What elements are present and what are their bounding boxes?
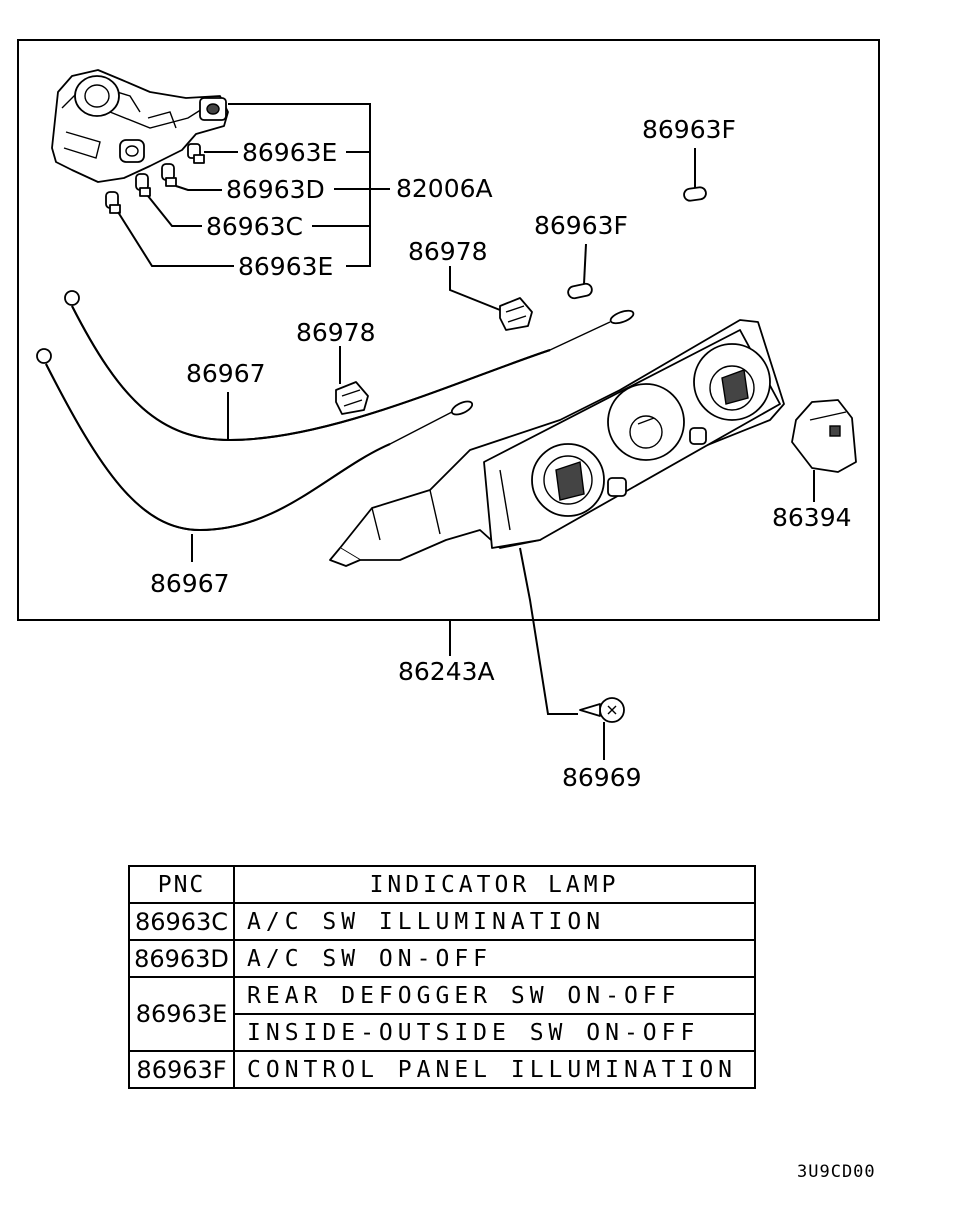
bulb-86963E-top[interactable] <box>187 143 205 164</box>
table-row: 86963D A/C SW ON-OFF <box>128 939 756 978</box>
row-desc: CONTROL PANEL ILLUMINATION <box>233 1050 756 1089</box>
table-row: 86963F CONTROL PANEL ILLUMINATION <box>128 1050 756 1089</box>
knob-86394[interactable] <box>791 399 857 473</box>
callout-86969: 86969 <box>562 763 642 792</box>
cable-86967-top[interactable] <box>64 290 635 442</box>
callout-86963F-top: 86963F <box>642 115 736 144</box>
callout-86967-top: 86967 <box>186 359 266 388</box>
diagram-code: 3U9CD00 <box>797 1162 876 1182</box>
table-row: 86963E REAR DEFOGGER SW ON-OFF <box>128 976 756 1052</box>
bulb-86963F-top[interactable] <box>683 186 707 202</box>
callout-86963E-bottom: 86963E <box>238 252 333 281</box>
clip-86978-top[interactable] <box>499 297 533 331</box>
callout-86963F-mid: 86963F <box>534 211 628 240</box>
indicator-lamp-table: PNC INDICATOR LAMP 86963C A/C SW ILLUMIN… <box>128 865 756 1089</box>
callout-86963C: 86963C <box>206 212 303 241</box>
row-pnc: 86963E <box>128 976 235 1052</box>
callout-86243A: 86243A <box>398 657 495 686</box>
diagram-frame <box>17 39 880 621</box>
table-row: 86963C A/C SW ILLUMINATION <box>128 902 756 941</box>
row-desc: A/C SW ILLUMINATION <box>233 902 756 941</box>
row-pnc: 86963C <box>128 902 235 941</box>
control-panel[interactable] <box>329 319 785 567</box>
row-desc: A/C SW ON-OFF <box>233 939 756 978</box>
row-pnc: 86963D <box>128 939 235 978</box>
row-desc: REAR DEFOGGER SW ON-OFF <box>233 976 756 1015</box>
row-pnc: 86963F <box>128 1050 235 1089</box>
bulb-86963E-bottom[interactable] <box>105 191 121 214</box>
ac-switch-assembly[interactable] <box>51 69 229 183</box>
clip-86978-left[interactable] <box>335 381 369 415</box>
header-pnc: PNC <box>128 865 235 904</box>
callout-86394: 86394 <box>772 503 852 532</box>
bulb-86963F-mid[interactable] <box>567 282 593 300</box>
header-indicator-lamp: INDICATOR LAMP <box>233 865 756 904</box>
bulb-86963C[interactable] <box>135 173 151 197</box>
callout-86978-top: 86978 <box>408 237 488 266</box>
callout-86963D: 86963D <box>226 175 325 204</box>
row-desc: INSIDE-OUTSIDE SW ON-OFF <box>233 1013 756 1052</box>
table-header-row: PNC INDICATOR LAMP <box>128 865 756 904</box>
callout-86967-bottom: 86967 <box>150 569 230 598</box>
callout-82006A: 82006A <box>396 174 493 203</box>
cable-86967-bottom[interactable] <box>36 348 474 532</box>
bulb-86963D[interactable] <box>161 163 177 187</box>
callout-86978-left: 86978 <box>296 318 376 347</box>
callout-86963E-top: 86963E <box>242 138 337 167</box>
screw-86969[interactable] <box>579 697 625 723</box>
table-row: INSIDE-OUTSIDE SW ON-OFF <box>129 1013 756 1052</box>
